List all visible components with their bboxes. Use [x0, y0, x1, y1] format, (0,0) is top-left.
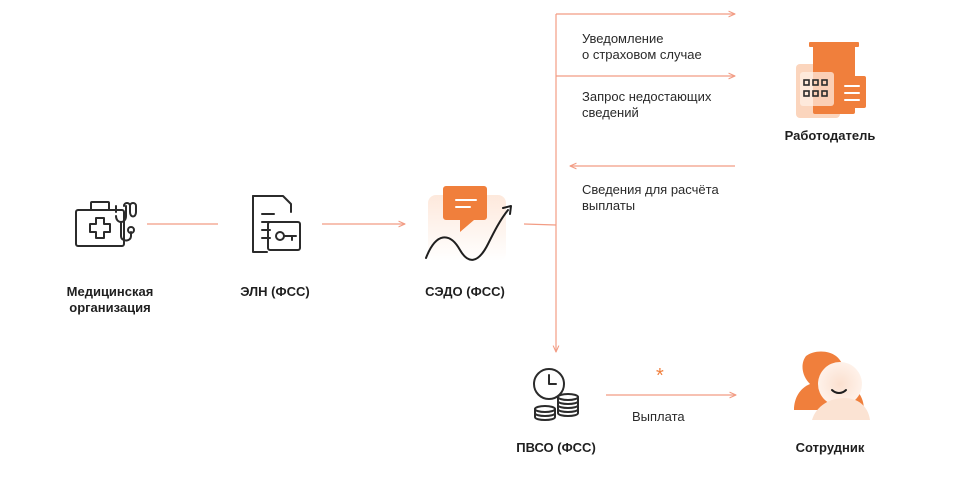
edge-label-missing-info-request: Запрос недостающих сведений	[582, 89, 712, 120]
node-label-medical: Медицинская организация	[66, 284, 154, 315]
edge-label-insurance-notice: Уведомление о страховом случае	[582, 31, 702, 62]
edge-sedo-to-trunk	[523, 223, 557, 226]
document-key-icon	[252, 195, 301, 253]
node-label-eln: ЭЛН (ФСС)	[240, 284, 310, 299]
office-building-icon	[796, 42, 866, 118]
person-avatar-icon	[794, 351, 870, 420]
edge-label-payment: Выплата	[632, 409, 685, 424]
node-label-pvso: ПВСО (ФСС)	[516, 440, 596, 455]
message-chart-icon	[425, 186, 512, 261]
medical-kit-stethoscope-icon	[75, 201, 137, 247]
clock-coins-icon	[533, 368, 579, 421]
node-label-employer: Работодатель	[784, 128, 876, 143]
node-label-sedo: СЭДО (ФСС)	[425, 284, 505, 299]
node-label-employee: Сотрудник	[795, 440, 865, 455]
edge-label-payment-info: Сведения для расчёта выплаты	[582, 182, 719, 213]
payment-footnote-marker: *	[656, 365, 664, 387]
